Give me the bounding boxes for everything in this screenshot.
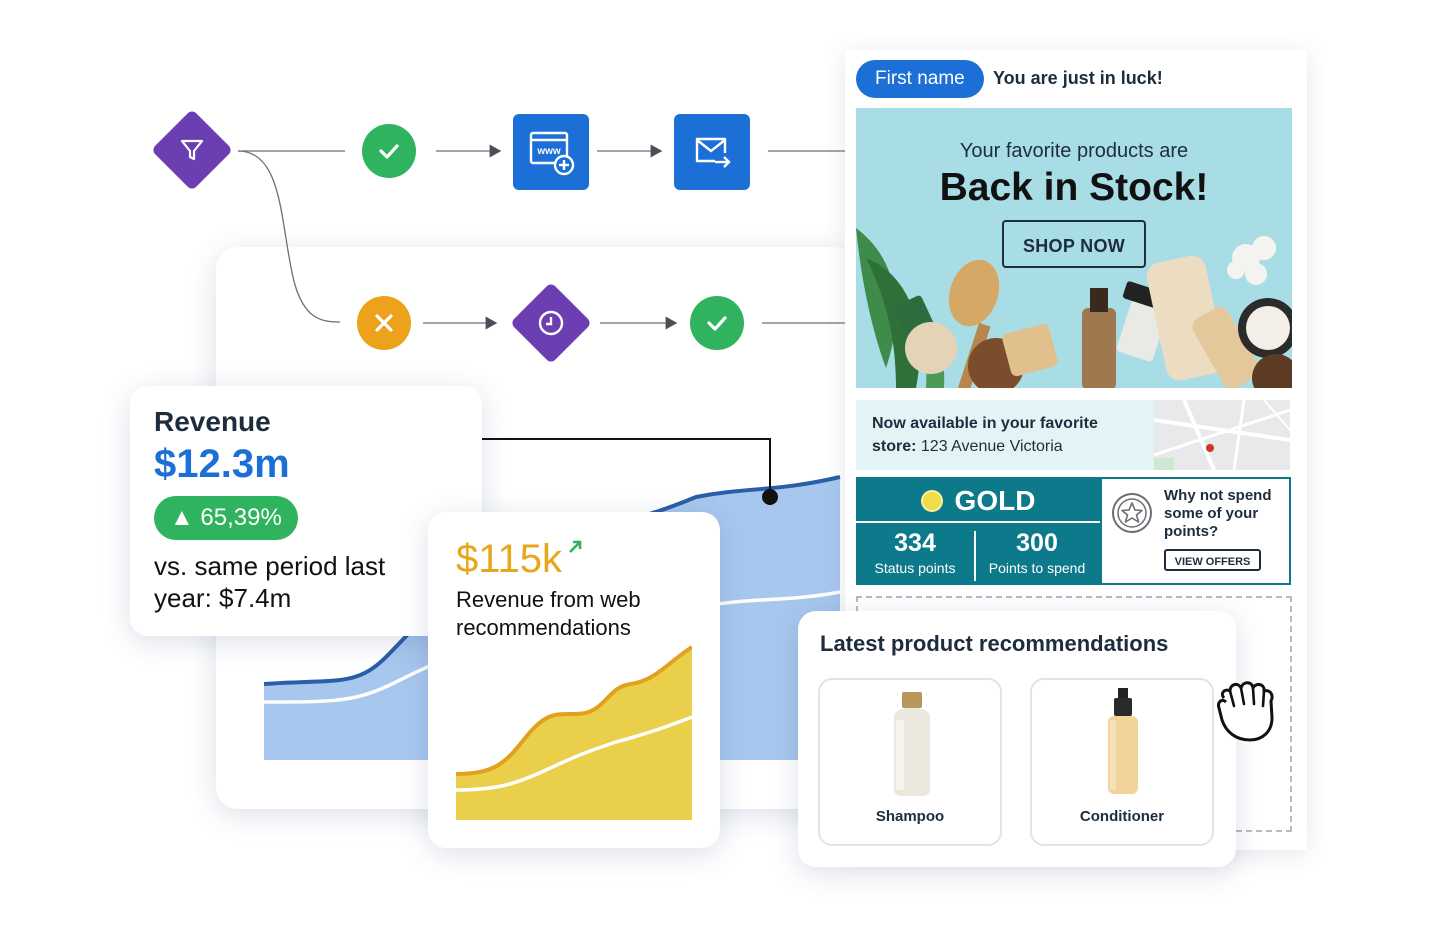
points-divider xyxy=(974,531,976,581)
store-info: Now available in your favorite store: 12… xyxy=(856,400,1154,470)
status-points-label: Status points xyxy=(874,560,956,576)
web-action-node[interactable]: www xyxy=(513,114,589,190)
status-points-value: 334 xyxy=(894,529,936,557)
revenue-title: Revenue xyxy=(154,406,271,437)
product-label: Shampoo xyxy=(875,808,945,825)
clock-icon xyxy=(538,310,564,336)
shampoo-bottle-icon xyxy=(894,692,930,796)
product-recommendations-card: Latest product recommendations Shampoo C… xyxy=(798,611,1236,867)
spend-points: 300 Points to spend xyxy=(978,529,1096,576)
revenue-change-badge: ▲ 65,39% xyxy=(154,496,298,540)
email-action-node[interactable] xyxy=(674,114,750,190)
loyalty-tier-block: GOLD 334 Status points 300 Points to spe… xyxy=(856,477,1100,585)
web-recs-comparison-line xyxy=(456,715,692,792)
product-card-shampoo[interactable]: Shampoo xyxy=(818,678,1002,846)
filter-icon xyxy=(180,139,204,161)
view-offers-button[interactable]: VIEW OFFERS xyxy=(1164,549,1261,571)
hero-banner: Your favorite products are Back in Stock… xyxy=(856,108,1292,388)
success-node[interactable] xyxy=(362,124,416,178)
offers-block: Why not spend some of your points? VIEW … xyxy=(1100,477,1291,585)
product-label: Conditioner xyxy=(1079,808,1165,825)
flow-branch-line xyxy=(237,150,341,323)
filter-node[interactable] xyxy=(150,108,234,192)
loyalty-tier-header: GOLD xyxy=(856,477,1100,523)
coin-icon xyxy=(920,489,943,512)
shop-now-button[interactable]: SHOP NOW xyxy=(1002,220,1146,268)
revenue-value: $12.3m xyxy=(154,442,290,486)
wait-node[interactable] xyxy=(509,281,593,365)
store-map[interactable] xyxy=(1154,400,1290,470)
email-greeting: You are just in luck! xyxy=(993,68,1163,88)
hero-subtitle: Your favorite products are xyxy=(959,140,1189,162)
star-badge-icon xyxy=(1112,493,1152,533)
email-send-icon xyxy=(695,137,731,168)
product-card-conditioner[interactable]: Conditioner xyxy=(1030,678,1214,846)
web-recommendations-card: $115k Revenue from web recommendations xyxy=(428,512,720,848)
check-icon xyxy=(707,316,727,331)
loyalty-tier: GOLD xyxy=(954,485,1036,516)
offers-text: Why not spend some of your points? xyxy=(1164,487,1272,540)
spend-points-label: Points to spend xyxy=(988,560,1086,576)
status-points: 334 Status points xyxy=(856,529,974,576)
spend-points-value: 300 xyxy=(1016,529,1058,557)
web-recs-area xyxy=(456,647,692,820)
svg-text:www: www xyxy=(536,146,561,157)
conditioner-bottle-icon xyxy=(1108,688,1138,794)
failure-node[interactable] xyxy=(357,296,411,350)
web-recs-label: Revenue from web recommendations xyxy=(456,587,641,640)
store-line1: Now available in your favorite xyxy=(872,415,1098,432)
web-recs-area-chart xyxy=(456,645,692,820)
web-recs-value: $115k xyxy=(456,537,563,581)
grab-hand-icon xyxy=(1217,681,1274,742)
hero-title: Back in Stock! xyxy=(939,166,1209,209)
revenue-comparison: vs. same period last year: $7.4m xyxy=(154,551,386,613)
store-label: store: xyxy=(872,438,917,455)
revenue-card: Revenue $12.3m ▲ 65,39% vs. same period … xyxy=(130,386,482,636)
first-name-token[interactable]: First name xyxy=(856,60,984,98)
close-icon xyxy=(375,314,393,332)
web-add-icon: www xyxy=(529,131,575,176)
check-icon xyxy=(379,144,399,159)
products-illustration xyxy=(856,228,1292,388)
web-recs-line xyxy=(456,645,692,776)
map-icon xyxy=(1154,400,1290,470)
success-node[interactable] xyxy=(690,296,744,350)
recommendations-title: Latest product recommendations xyxy=(820,631,1169,656)
arrow-up-right-icon xyxy=(569,540,582,553)
store-address: 123 Avenue Victoria xyxy=(920,438,1063,455)
